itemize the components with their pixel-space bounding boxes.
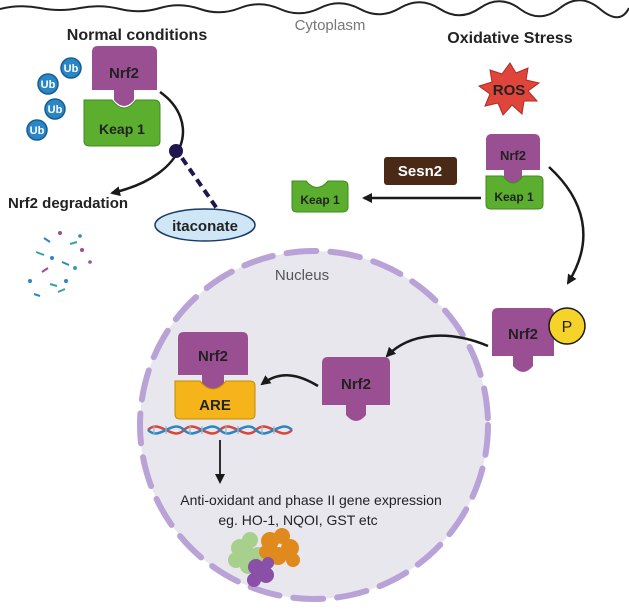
keap1-label: Keap 1 xyxy=(494,190,534,204)
itaconate-label: itaconate xyxy=(172,218,238,235)
are-label: ARE xyxy=(199,397,231,414)
oxidative-stress-title: Oxidative Stress xyxy=(447,30,573,47)
nrf2-label: Nrf2 xyxy=(508,326,538,343)
keap1-protein xyxy=(485,175,544,210)
nrf2-keap1-complex-stress: Nrf2 Keap 1 xyxy=(485,134,544,210)
nrf2-label: Nrf2 xyxy=(341,376,371,393)
protein-products xyxy=(228,528,300,587)
sesn2-box xyxy=(384,157,457,185)
gene-expression-line1: Anti-oxidant and phase II gene expressio… xyxy=(180,492,442,508)
cytoplasm-label: Cytoplasm xyxy=(295,17,366,34)
keap1-free-label: Keap 1 xyxy=(300,193,340,207)
degradation-fragments xyxy=(28,231,92,297)
sesn2-label: Sesn2 xyxy=(398,163,442,180)
itaconate-inhibition-line xyxy=(180,156,220,212)
nrf2-nuclear-protein xyxy=(322,357,390,421)
nrf2-degradation-label: Nrf2 degradation xyxy=(8,195,128,212)
are-element xyxy=(174,380,256,420)
nrf2-protein xyxy=(486,134,540,183)
nrf2-keap1-complex-normal: Nrf2 Keap 1 xyxy=(83,46,161,147)
import-arrow xyxy=(385,334,489,358)
nrf2-protein xyxy=(492,308,554,372)
phosphate-group xyxy=(548,307,586,345)
keap1-protein xyxy=(83,99,161,147)
ros-burst xyxy=(477,62,541,116)
nrf2-are-protein xyxy=(178,332,248,391)
ub-label: Ub xyxy=(48,104,63,116)
nrf2-label: Nrf2 xyxy=(198,348,228,365)
inhibition-end xyxy=(169,144,183,158)
ub-label: Ub xyxy=(30,125,45,137)
cell-membrane xyxy=(0,0,629,19)
nuclear-envelope xyxy=(137,248,491,602)
keap1-label: Keap 1 xyxy=(99,121,145,137)
nrf2-label: Nrf2 xyxy=(109,65,139,82)
nucleus-label: Nucleus xyxy=(275,267,329,284)
normal-conditions-title: Normal conditions xyxy=(67,27,208,44)
dna-helix xyxy=(147,425,293,435)
nrf2-phosphorylated: Nrf2 P xyxy=(492,307,586,372)
binding-arrow xyxy=(260,374,319,388)
translocation-arrow xyxy=(548,166,585,285)
phosphate-label: P xyxy=(562,319,573,336)
ub-label: Ub xyxy=(64,63,79,75)
nrf2-protein xyxy=(92,46,157,106)
ros-label: ROS xyxy=(493,82,526,99)
itaconate-node xyxy=(154,208,256,242)
ub-label: Ub xyxy=(41,79,56,91)
keap1-free-protein xyxy=(291,180,349,213)
nrf2-label: Nrf2 xyxy=(500,148,526,163)
ubiquitin-chain: Ub Ub Ub Ub xyxy=(26,57,82,141)
gene-expression-line2: eg. HO-1, NQOI, GST etc xyxy=(218,512,377,528)
